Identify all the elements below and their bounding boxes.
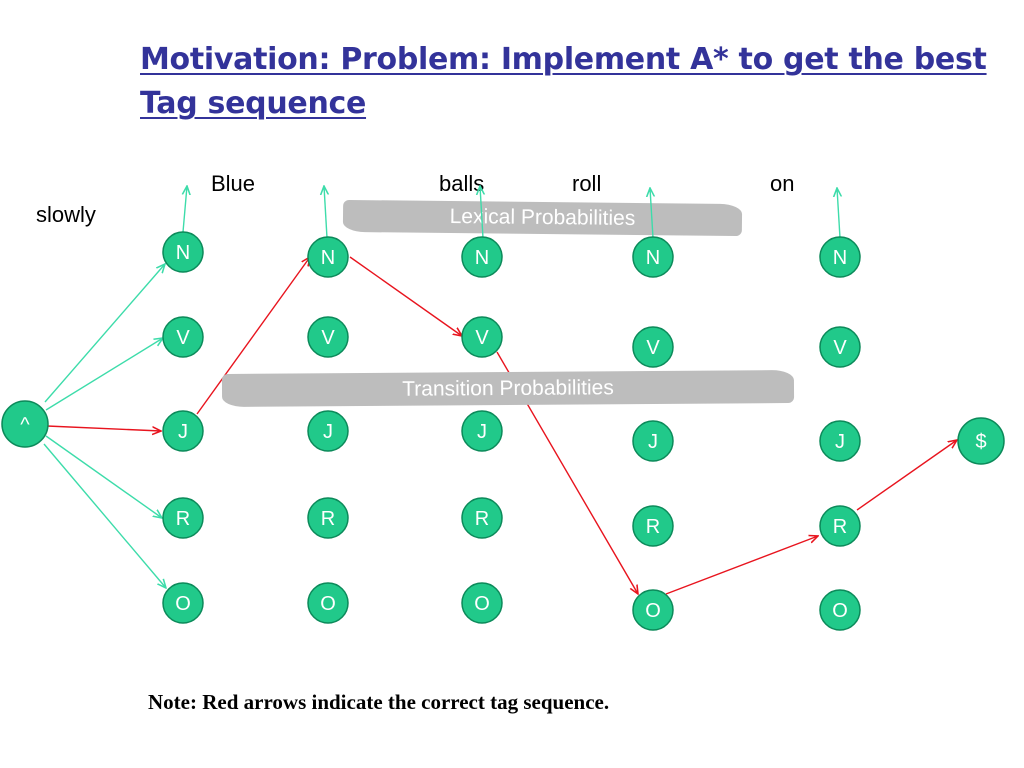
footnote: Note: Red arrows indicate the correct ta… [148,690,610,714]
tag-node [307,410,349,452]
tag-node-label: O [645,600,661,622]
tag-node [819,236,861,278]
tag-node [632,589,674,631]
tag-node-label: N [833,247,847,269]
tag-node [632,505,674,547]
tag-node [461,316,503,358]
lexical-arrow [480,186,483,239]
transition-probabilities-band: Transition Probabilities [221,370,795,407]
tag-node [162,410,204,452]
lexical-arrow [837,188,840,239]
lexical-arrows [183,186,840,239]
tag-node [632,420,674,462]
tag-node-label: N [475,247,489,269]
tag-node [307,582,349,624]
lattice-column-4: N V J R O [632,236,674,631]
tag-node-label: R [321,508,335,530]
tag-node-label: N [176,242,190,264]
tag-node [632,326,674,368]
tag-node-label: N [646,247,660,269]
lexical-arrow [650,188,653,239]
tag-node-label: J [835,431,845,453]
tag-node-label: J [648,431,658,453]
correct-edge [196,257,310,415]
transition-probabilities-label: Transition Probabilities [402,375,614,401]
tag-node [461,497,503,539]
tag-node [461,236,503,278]
tag-node-label: R [475,508,489,530]
candidate-edge [45,338,163,411]
tag-node [819,505,861,547]
tag-node-label: O [175,593,191,615]
word-blue: Blue [211,171,256,196]
tag-node-label: V [321,327,335,349]
tag-node [461,582,503,624]
lexical-arrow [183,186,187,233]
lattice-column-3: N V J R O [461,236,503,624]
start-node: ^ [1,400,49,448]
tag-node-label: R [176,508,190,530]
tag-node [819,326,861,368]
tag-node-label: N [321,247,335,269]
end-node: $ [957,417,1005,465]
tag-node-label: O [474,593,490,615]
tag-node-label: O [320,593,336,615]
tag-node [819,589,861,631]
word-slowly: slowly [36,202,96,227]
candidate-transitions [43,264,166,588]
lattice-column-5: N V J R O [819,236,861,631]
tag-node-label: J [323,421,333,443]
tag-node-label: J [178,421,188,443]
correct-edge [665,536,818,595]
tag-node-label: V [475,327,489,349]
lattice-column-2: N V J R O [307,236,349,624]
tag-node [307,236,349,278]
tag-node-label: O [832,600,848,622]
tag-node-label: V [176,327,190,349]
tag-node [162,497,204,539]
tag-node-label: J [477,421,487,443]
end-node-label: $ [975,431,986,453]
correct-edge [349,256,462,336]
tag-node [307,497,349,539]
tag-node [632,236,674,278]
tag-node-label: R [833,516,847,538]
tag-node [461,410,503,452]
start-node-label: ^ [20,414,30,436]
candidate-edge [43,443,166,588]
correct-edge [856,440,957,511]
slide-title: Motivation: Problem: Implement A* to get… [140,42,987,121]
candidate-edge [44,264,165,403]
lattice-column-1: N V J R O [162,231,204,624]
tag-node-label: R [646,516,660,538]
tag-node [162,316,204,358]
tag-node-label: V [646,337,660,359]
tag-node [162,582,204,624]
tag-node-label: V [833,337,847,359]
candidate-edge [45,435,162,518]
word-roll: roll [572,171,602,196]
tag-node [819,420,861,462]
tag-node [307,316,349,358]
word-on: on [770,171,795,196]
tag-node [162,231,204,273]
correct-edge [46,425,161,431]
lexical-arrow [324,186,327,239]
